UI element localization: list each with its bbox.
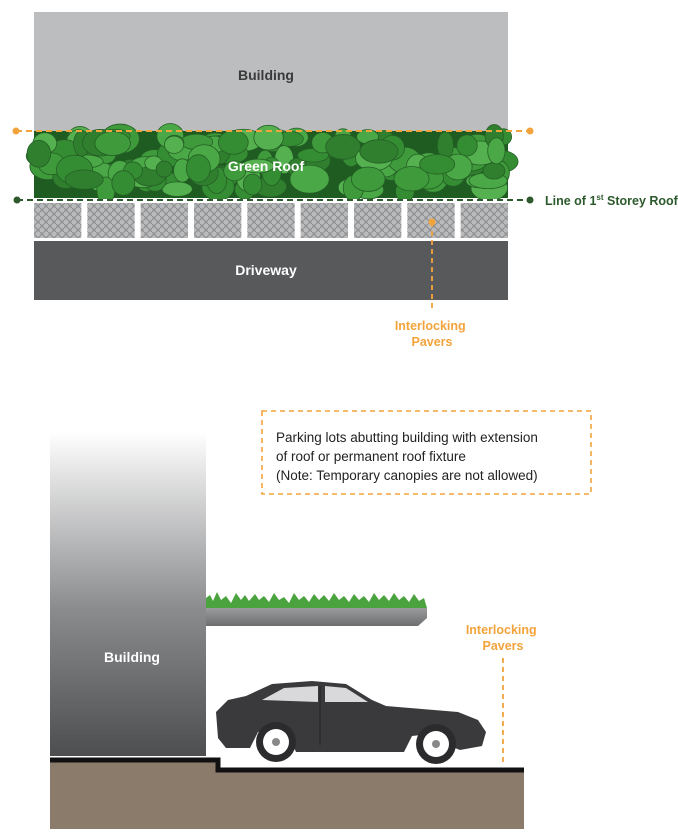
foliage-blob — [64, 169, 104, 190]
paver-tile — [354, 203, 402, 238]
paver-tile — [87, 203, 135, 238]
plan-building — [34, 12, 508, 132]
building-edge-line — [12, 127, 534, 135]
plan-view: Building Green Roof Driveway Line of 1st… — [12, 12, 678, 349]
ground-edge — [50, 757, 524, 773]
note-box — [261, 410, 592, 495]
paver-tile — [460, 203, 508, 238]
green-roof-label: Green Roof — [228, 158, 305, 174]
foliage-blob — [111, 170, 136, 196]
foliage-blob — [419, 154, 456, 175]
pavers-callout — [428, 218, 436, 312]
foliage-blob — [217, 130, 249, 155]
foliage-blob — [185, 154, 211, 183]
foliage-blob — [456, 134, 478, 157]
foliage-blob — [350, 166, 386, 192]
paver-tile — [140, 203, 188, 238]
plan-pavers — [34, 199, 508, 241]
section-building-label: Building — [104, 649, 160, 665]
roof-slab — [206, 608, 427, 626]
foliage-blob — [242, 173, 263, 196]
section-view: Parking lots abutting building with exte… — [50, 410, 592, 829]
paver-tile — [34, 203, 82, 238]
plan-driveway — [34, 241, 508, 300]
section-building — [50, 432, 206, 756]
paver-tile — [194, 203, 242, 238]
foliage-blob — [393, 166, 430, 192]
roof-grass — [206, 592, 427, 608]
section-pavers-label: Interlocking Pavers — [466, 623, 540, 653]
plan-building-label: Building — [238, 67, 294, 83]
foliage-blob — [253, 124, 284, 151]
foliage-blob — [223, 160, 247, 182]
foliage-blob — [359, 139, 399, 164]
plan-green-roof — [25, 123, 519, 205]
plan-pavers-label: Interlocking Pavers — [395, 319, 469, 349]
foliage-blob — [487, 137, 506, 165]
foliage-blob — [26, 139, 52, 168]
paver-tile — [300, 203, 348, 238]
foliage-blob — [94, 131, 131, 156]
car — [216, 681, 486, 764]
foliage-blob — [289, 164, 330, 194]
foliage-blob — [163, 135, 185, 154]
foliage-blob — [161, 181, 193, 197]
foliage-blob — [155, 160, 173, 178]
driveway-label: Driveway — [235, 262, 297, 278]
roof-line-label: Line of 1st Storey Roof — [545, 193, 678, 208]
foliage-blob — [482, 162, 506, 180]
note-text: Parking lots abutting building with exte… — [276, 430, 542, 483]
foliage-blob — [325, 134, 362, 160]
first-storey-roof-line — [13, 196, 534, 204]
paver-tile — [247, 203, 295, 238]
ground — [50, 760, 524, 829]
